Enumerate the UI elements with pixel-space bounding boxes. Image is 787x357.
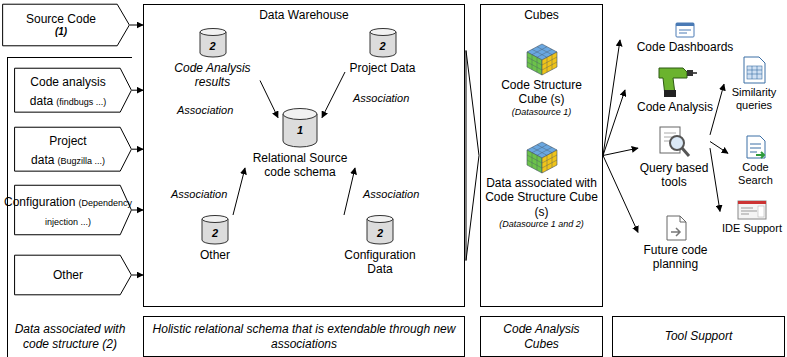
node-sublabel: (Datasource 1 and 2): [499, 219, 584, 230]
node-sublabel: (Bugzilla ...): [57, 156, 105, 166]
source-box: Source Code(1): [2, 4, 130, 46]
arrow-connector: [132, 275, 143, 276]
node-label: Similarity queries: [724, 86, 784, 112]
flow-chevron: [466, 51, 479, 261]
caption-box: Tool Support: [612, 316, 785, 357]
arrow-connector: [132, 210, 143, 211]
tool-item: Future code planning: [638, 215, 713, 273]
database-cylinder: 2Project Data: [345, 28, 420, 83]
callout-number: 2: [165, 40, 260, 53]
input-box: Other: [14, 255, 132, 295]
node-label: Holistic relational schema that is exten…: [150, 322, 458, 351]
arrow-connector: [603, 156, 638, 233]
node-label: Data Warehouse: [259, 8, 349, 22]
arrow-connector: [130, 25, 143, 26]
callout-number: 2: [345, 40, 420, 53]
future-icon: [663, 215, 689, 241]
tool-item: IDE Support: [720, 200, 784, 238]
node-sublabel: Configuration Data: [335, 248, 425, 277]
arrow-connector: [603, 40, 620, 156]
node-label: Future code planning: [638, 243, 713, 272]
dash-icon: [675, 22, 695, 38]
node-label: IDE Support: [722, 222, 782, 235]
input-box: Code analysis data(findbugs ...): [14, 68, 132, 112]
mag-icon: [657, 125, 691, 159]
tool-item: Similarity queries: [724, 56, 784, 112]
callout-number: 2: [335, 227, 425, 240]
arrow-connector: [603, 90, 625, 156]
node-label: Code Search: [728, 161, 783, 187]
node-label: Other: [53, 268, 83, 282]
arrow-connector: [260, 81, 278, 118]
node-label: Data associated with Code Structure Cube…: [483, 176, 600, 219]
node-label: Query based tools: [638, 161, 710, 190]
ide-icon: [737, 200, 767, 220]
callout-number: 2: [185, 227, 245, 240]
arrow-connector: [603, 148, 638, 155]
drill-icon: [653, 64, 697, 98]
node-label: Code Analysis: [637, 100, 713, 114]
node-label: Code Dashboards: [637, 40, 734, 54]
node-label: Cubes: [524, 8, 559, 22]
input-box: Configuration(Dependency injection ...): [14, 185, 132, 235]
cube-icon: [525, 140, 559, 174]
caption-box: Holistic relational schema that is exten…: [143, 316, 465, 357]
node-label: Code Analysis Cubes: [487, 322, 596, 351]
arrow-connector: [233, 168, 245, 215]
arrow-connector: [322, 72, 345, 118]
tool-item: Code Analysis: [625, 64, 725, 116]
database-cylinder: 1Relational Source code schema: [245, 108, 355, 188]
edge-label: Association: [352, 92, 410, 104]
arrow-connector: [344, 168, 355, 215]
node-sublabel: Code Analysis results: [165, 61, 260, 90]
database-cylinder: 2Other: [185, 215, 245, 265]
node-sublabel: Other: [200, 248, 230, 262]
node-sublabel: (findbugs ...): [56, 97, 106, 107]
cubes-panel: CubesCode Structure Cube (s)(Datasource …: [480, 4, 603, 307]
tool-item: Code Search: [728, 135, 783, 187]
callout-number: 1: [245, 124, 355, 137]
arrow-connector: [132, 149, 143, 150]
node-label: Source Code: [26, 12, 96, 26]
edge-label: Association: [362, 188, 420, 200]
cube-item: Code Structure Cube (s)(Datasource 1): [490, 42, 593, 118]
search-icon: [744, 135, 768, 159]
node-label: Code Structure Cube (s): [490, 78, 593, 107]
text-line: Project data(Bugzilla ...): [18, 130, 118, 168]
tool-item: Query based tools: [638, 125, 710, 191]
tool-item: Code Dashboards: [620, 22, 750, 58]
node-sublabel: (1): [55, 26, 67, 38]
database-cylinder: 2Code Analysis results: [165, 28, 260, 90]
database-cylinder: 2Configuration Data: [335, 215, 425, 277]
node-sublabel: Relational Source code schema: [245, 151, 355, 180]
node-label: Tool Support: [665, 329, 733, 343]
input-group: Data associated with code structure (2) C…: [7, 57, 132, 357]
warehouse-panel: Data Warehouse2Code Analysis results2Pro…: [143, 4, 465, 307]
arrow-connector: [710, 148, 720, 211]
node-label: Data associated with code structure (2): [12, 322, 128, 351]
cube-icon: [525, 42, 559, 76]
cube-item: Data associated with Code Structure Cube…: [483, 140, 600, 240]
text-line: Configuration(Dependency injection ...): [4, 191, 132, 229]
arrow-box-outline: [14, 185, 132, 235]
node-label: Configuration: [4, 195, 75, 209]
edge-label: Association: [176, 104, 234, 116]
sim-icon: [741, 56, 767, 84]
arrow-connector: [710, 142, 728, 154]
caption-box: Code Analysis Cubes: [480, 316, 603, 357]
node-sublabel: (Datasource 1): [512, 107, 572, 118]
arrow-connector: [132, 90, 143, 91]
edge-label: Association: [170, 188, 228, 200]
input-box: Project data(Bugzilla ...): [14, 127, 132, 171]
node-sublabel: Project Data: [349, 61, 415, 75]
text-line: Code analysis data(findbugs ...): [18, 71, 118, 109]
